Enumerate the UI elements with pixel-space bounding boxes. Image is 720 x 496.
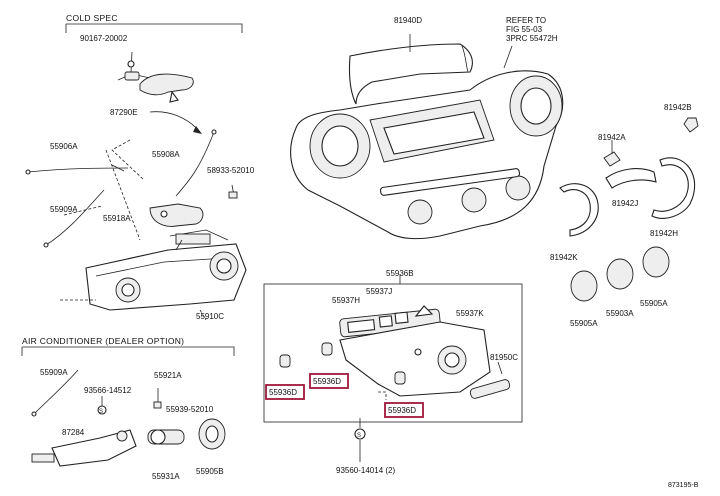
cluster-panel-81940d	[290, 34, 564, 240]
label-93566-14512: 93566-14512	[84, 386, 132, 395]
highlight-55936d-3[interactable]: 55936D	[384, 402, 424, 418]
refer-note: REFER TO FIG 55-03 3PRC 55472H	[506, 16, 558, 43]
label-55936d-3: 55936D	[388, 406, 416, 415]
label-55931a: 55931A	[152, 472, 180, 481]
highlight-55936d-2[interactable]: 55936D	[309, 373, 349, 389]
control-unit-box-55936b: S	[263, 274, 523, 462]
svg-text:S: S	[357, 433, 361, 439]
heater-control-87284	[31, 429, 137, 467]
diagram-id: 873195-B	[668, 482, 699, 489]
knob-55905b	[198, 418, 226, 450]
label-93560-14014: 93560-14014 (2)	[336, 466, 395, 475]
control-assembly-55910c	[85, 229, 247, 311]
refer-note-line-1: REFER TO	[506, 16, 546, 25]
label-55936b: 55936B	[386, 269, 414, 278]
label-55909a-top: 55909A	[50, 205, 78, 214]
label-55921a: 55921A	[154, 371, 182, 380]
label-81942j: 81942J	[612, 199, 638, 208]
label-58933-52010: 58933-52010	[207, 166, 255, 175]
label-87290e: 87290E	[110, 108, 138, 117]
right-parts	[559, 117, 699, 302]
label-81942h: 81942H	[650, 229, 678, 238]
air-conditioner-heading: AIR CONDITIONER (DEALER OPTION)	[22, 336, 184, 346]
refer-note-line-2: FIG 55-03	[506, 25, 543, 34]
refer-note-line-3: 3PRC 55472H	[506, 34, 558, 43]
label-55936d-2: 55936D	[313, 377, 341, 386]
cable-clamp-part	[117, 51, 151, 81]
label-55937j: 55937J	[366, 287, 392, 296]
cold-spec-section: COLD SPEC	[25, 13, 247, 321]
label-55939-52010: 55939-52010	[166, 405, 214, 414]
switch-55931a	[147, 429, 185, 445]
highlight-55936d-1[interactable]: 55936D	[265, 384, 305, 400]
label-81942k: 81942K	[550, 253, 578, 262]
label-55908a: 55908A	[152, 150, 180, 159]
svg-text:S: S	[99, 409, 103, 415]
label-55905b: 55905B	[196, 467, 224, 476]
label-81940d: 81940D	[394, 16, 422, 25]
switch-panel-55937h	[339, 305, 441, 338]
label-55918a: 55918A	[103, 214, 131, 223]
label-55910c: 55910C	[196, 312, 224, 321]
label-55906a: 55906A	[50, 142, 78, 151]
label-81942b: 81942B	[664, 103, 692, 112]
cold-spec-heading: COLD SPEC	[66, 13, 118, 23]
label-55905a-2: 55905A	[640, 299, 668, 308]
lever-55918a	[149, 203, 204, 227]
label-81942a: 81942A	[598, 133, 626, 142]
label-55937k: 55937K	[456, 309, 484, 318]
label-55903a: 55903A	[606, 309, 634, 318]
label-55937h: 55937H	[332, 296, 360, 305]
label-87284: 87284	[62, 428, 85, 437]
label-55936d-1: 55936D	[269, 388, 297, 397]
label-55909a-bottom: 55909A	[40, 368, 68, 377]
label-55905a-1: 55905A	[570, 319, 598, 328]
air-conditioner-section: AIR CONDITIONER (DEALER OPTION) S	[21, 336, 235, 467]
label-90167-20002: 90167-20002	[80, 34, 128, 43]
lever-knob-87290e	[139, 73, 194, 103]
label-81950c: 81950C	[490, 353, 518, 362]
